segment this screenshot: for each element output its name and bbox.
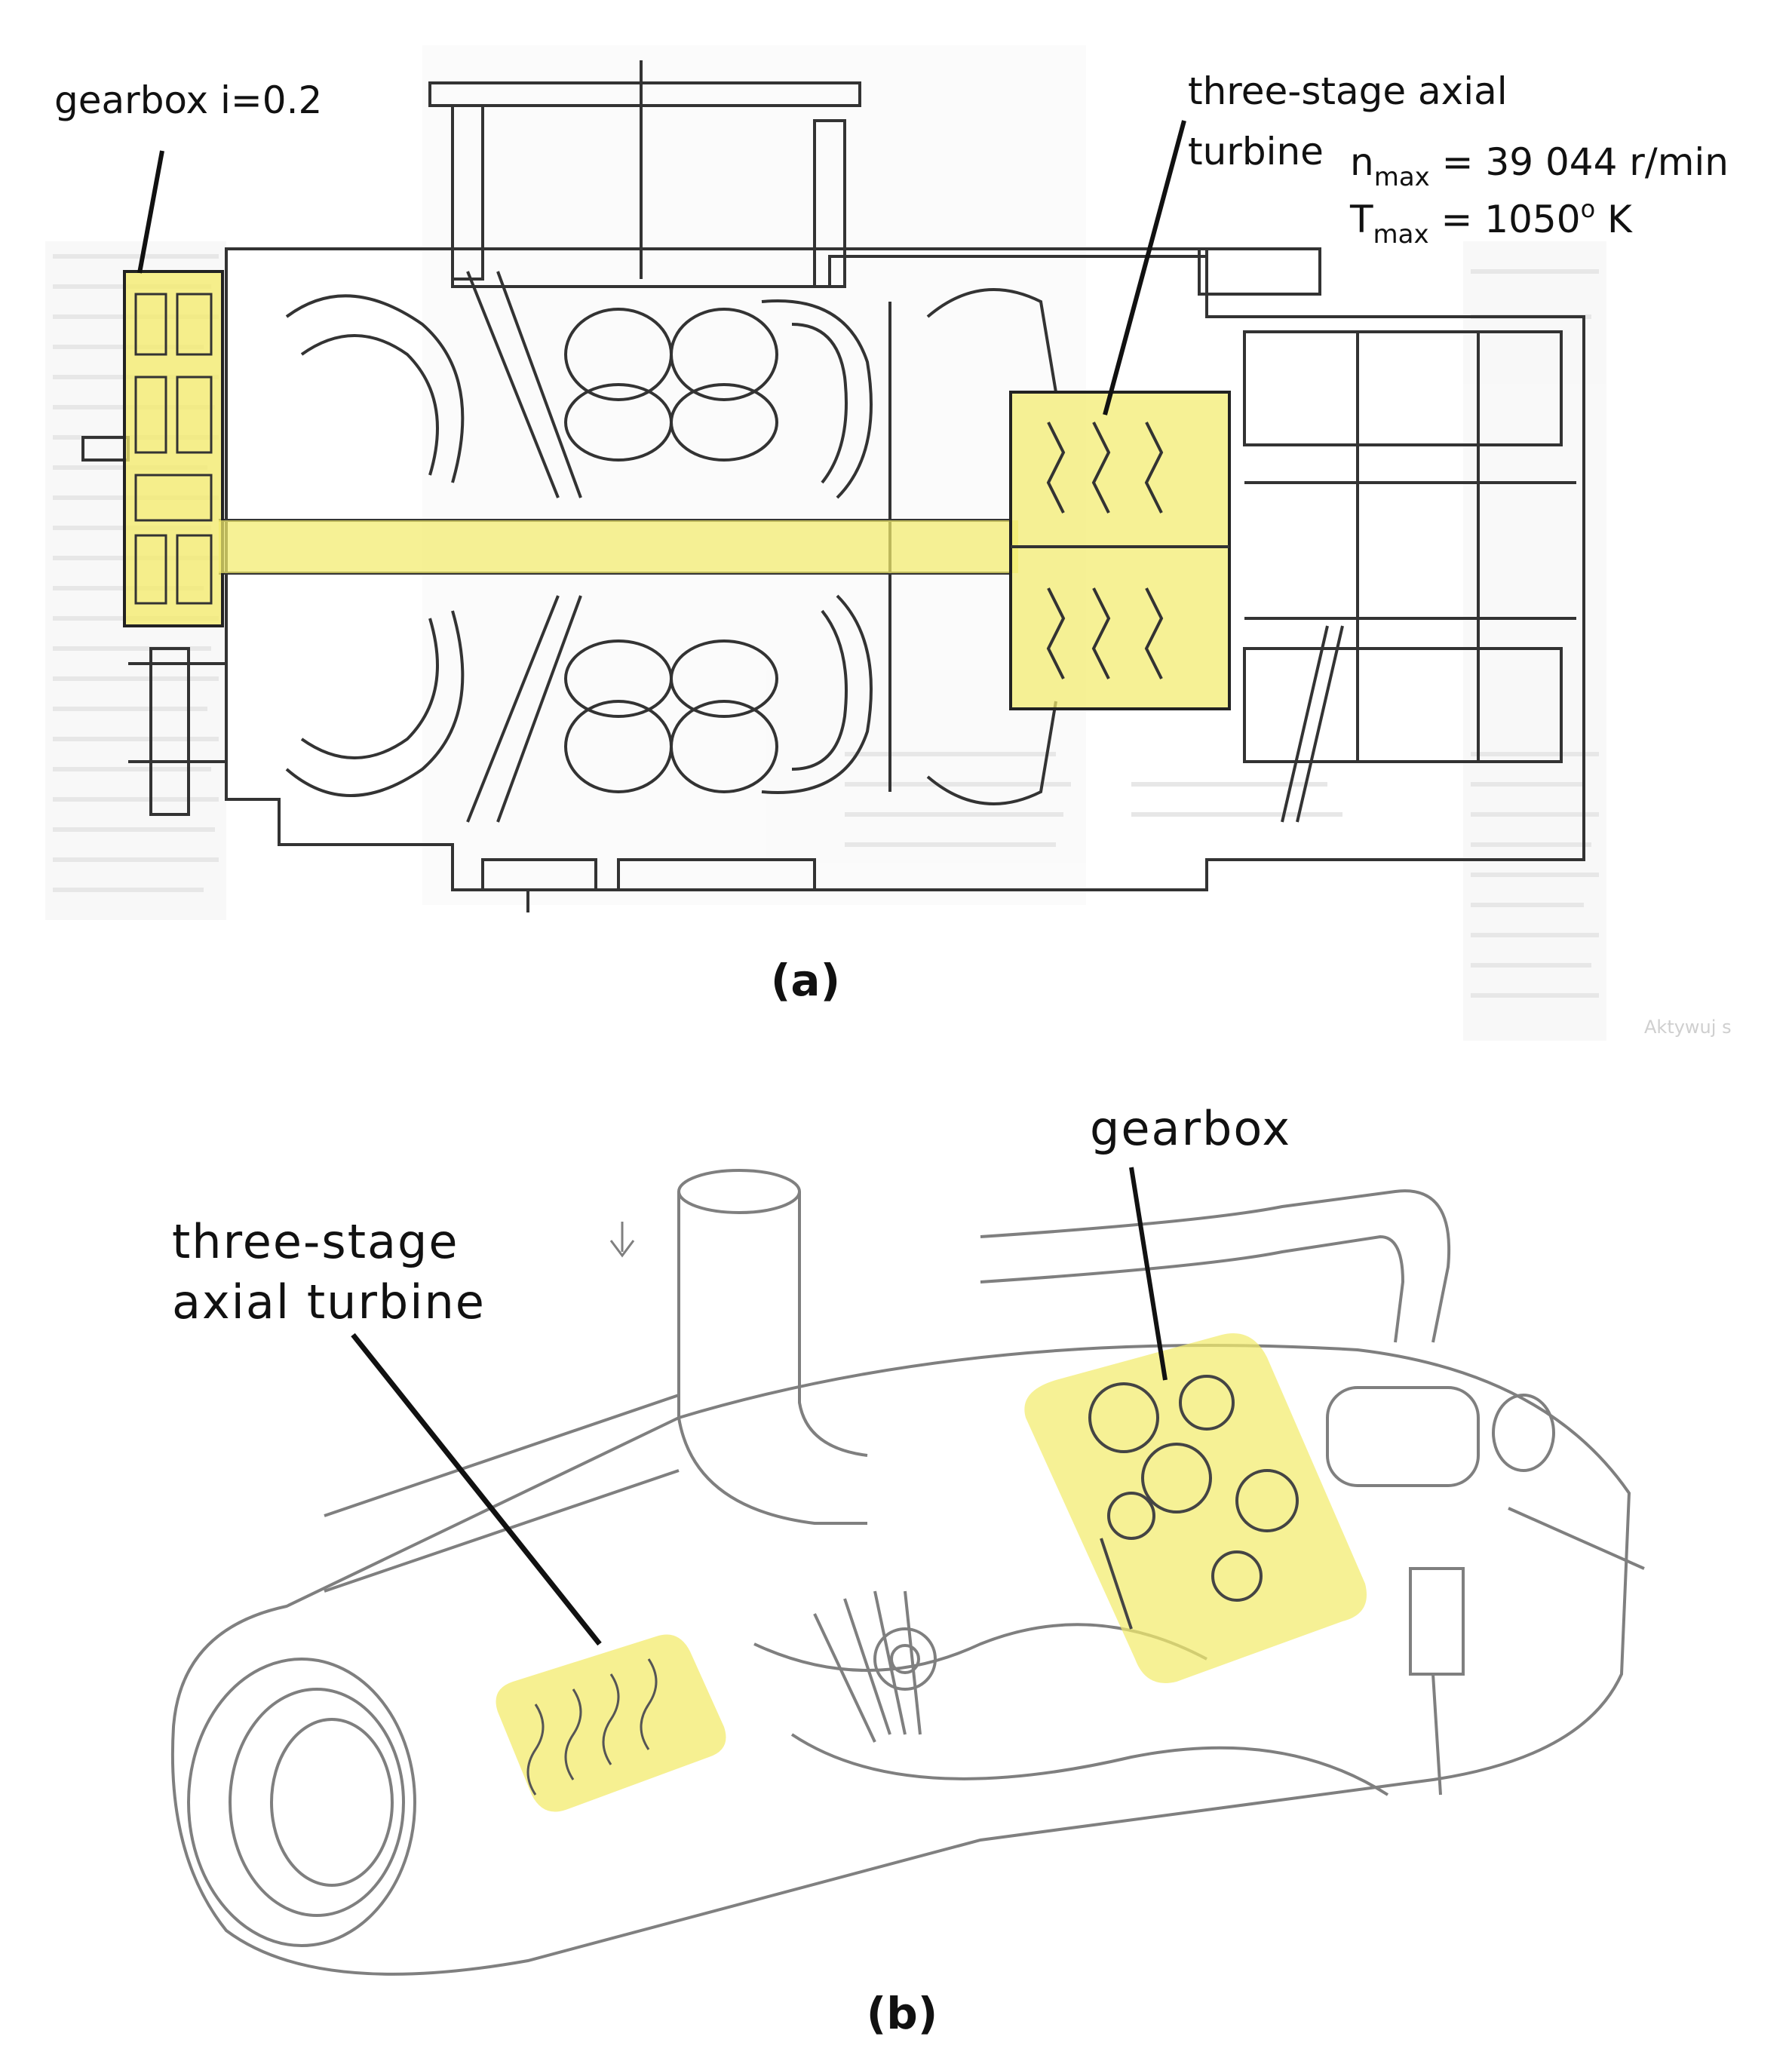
spec-t-max: Tmax = 1050o K [1349, 195, 1633, 250]
gearbox-leader-line-a [137, 150, 164, 274]
gearbox-highlight-b [1024, 1333, 1367, 1683]
turbine-leader-line-b [351, 1333, 602, 1646]
gearbox-gears-b [1088, 1375, 1299, 1630]
spec-t-main: T [1349, 198, 1373, 241]
spec-n-main: n [1350, 140, 1374, 184]
turbine-blades-a [1011, 422, 1229, 679]
gearbox-label-b: gearbox [1090, 1101, 1291, 1156]
spec-n-sub: max [1374, 162, 1430, 192]
turbine-label-b-line1: three-stage [172, 1214, 459, 1269]
caption-a: (a) [771, 955, 840, 1006]
spec-n-max: nmax = 39 044 r/min [1350, 140, 1729, 192]
turbine-label-a-line1: three-stage axial [1188, 69, 1508, 113]
turbine-highlight-a [1009, 391, 1231, 710]
gearbox-label-a: gearbox i=0.2 [54, 78, 322, 122]
panel-a: gearbox i=0.2 three-stage axial turbine … [45, 45, 1732, 1041]
gearbox-leader-line-b [1129, 1167, 1168, 1381]
turbine-label-a-line2: turbine [1188, 130, 1324, 173]
panel-b: gearbox three-stage axial turbine (b) [170, 1101, 1645, 2039]
spec-t-value: = 1050 [1429, 198, 1581, 241]
caption-b: (b) [867, 1988, 938, 2039]
turbine-label-b-line2: axial turbine [172, 1274, 486, 1329]
spec-n-value: = 39 044 r/min [1430, 140, 1729, 184]
highlight-regions-b [496, 1333, 1367, 1812]
spec-t-unit: K [1595, 198, 1633, 241]
spec-t-sub: max [1373, 219, 1429, 250]
gearbox-highlight-a [123, 270, 224, 627]
watermark-text: Aktywuj s [1644, 1017, 1732, 1038]
shaft-highlight [219, 520, 1018, 573]
gearbox-internals-a [134, 293, 213, 605]
turbine-highlight-b [496, 1634, 726, 1812]
turbine-blades-b [526, 1658, 658, 1796]
spec-t-sup: o [1581, 195, 1596, 223]
turbine-leader-line-a [1103, 120, 1186, 416]
engine-perspective-drawing [170, 1169, 1645, 1976]
highlight-regions-a [123, 270, 1231, 710]
